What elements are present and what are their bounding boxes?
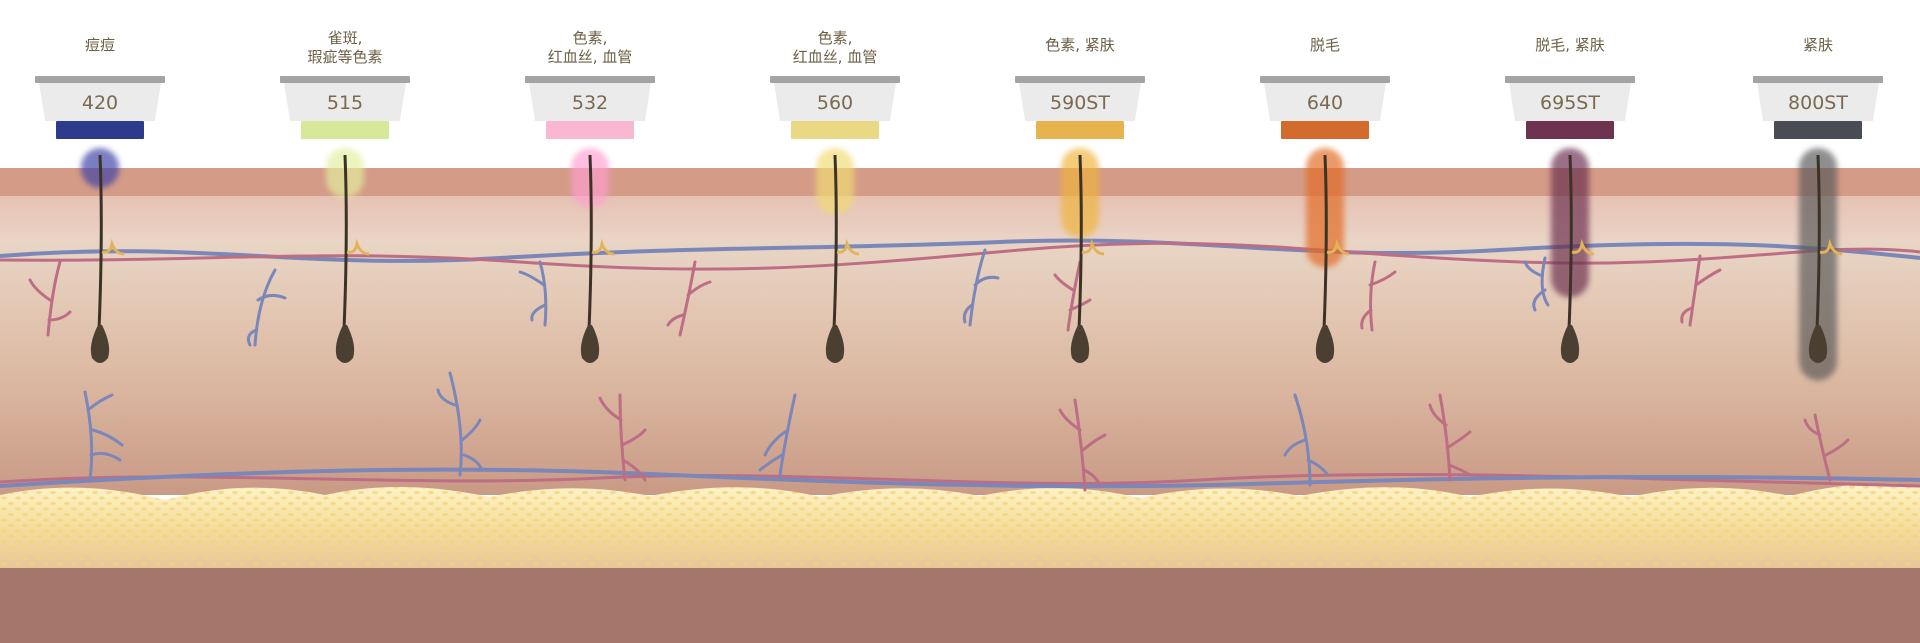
sebaceous-gland [836,238,860,256]
lower-vein [0,467,1920,489]
handpiece-rim [1505,76,1635,83]
wavelength-value: 532 [571,92,609,114]
stratum-corneum-layer [0,168,1920,196]
indication-label: 痘痘 [84,36,115,54]
hair-follicle [1560,154,1595,363]
hair-bulb [1808,325,1828,363]
hair-shaft [1077,154,1083,331]
hair-bulb [335,325,355,363]
handpiece-body [774,83,896,121]
indication-label: 色素, 红血丝, 血管 [792,29,878,66]
wavelength-value: 420 [81,92,119,114]
hair-bulb [90,325,110,363]
hair-shaft [587,154,593,331]
capillary-branches [28,248,1850,492]
indication-label: 脱毛 [1309,36,1340,54]
hair-shaft [1322,154,1328,331]
subcutaneous-base-layer [0,560,1920,643]
filter-handpiece: 640 [1260,76,1390,142]
hair-bulb [1315,325,1335,363]
hair-follicle [1315,154,1350,363]
handpiece-rim [525,76,655,83]
handpiece-rim [35,76,165,83]
sebaceous-gland [591,238,615,256]
handpiece-body [1509,83,1631,121]
filter-crystal [56,121,144,139]
filter-handpiece: 532 [525,76,655,142]
indication-label: 色素, 红血丝, 血管 [547,29,633,66]
hair-bulb [1560,325,1580,363]
sebaceous-gland [1819,238,1843,256]
filter-crystal [1774,121,1862,139]
hair-shaft [97,154,103,331]
epidermis-layer [0,196,1920,242]
indication-label: 紧肤 [1802,36,1833,54]
sebaceous-gland [1571,238,1595,256]
handpiece-body [1019,83,1141,121]
filter-crystal [301,121,389,139]
wavelength-value: 515 [326,92,364,114]
hair-follicle [90,154,125,363]
indication-label: 雀斑, 瑕疵等色素 [307,29,383,66]
dermis-layer [0,242,1920,495]
hair-follicle [1070,154,1105,363]
filter-handpiece: 590ST [1015,76,1145,142]
handpiece-rim [1015,76,1145,83]
filter-crystal [791,121,879,139]
handpiece-body [529,83,651,121]
handpiece-body [39,83,161,121]
handpiece-rim [280,76,410,83]
sebaceous-gland [346,238,370,256]
hair-shaft [1815,154,1821,331]
filter-handpiece: 420 [35,76,165,142]
filter-crystal [546,121,634,139]
fat-globules [0,483,1920,568]
indication-label: 脱毛, 紧肤 [1535,36,1605,54]
handpiece-body [1264,83,1386,121]
sebaceous-gland [101,238,125,256]
handpiece-rim [1753,76,1883,83]
filter-crystal [1036,121,1124,139]
hair-bulb [580,325,600,363]
indication-label: 色素, 紧肤 [1045,36,1115,54]
wavelength-value: 640 [1306,92,1344,114]
filter-handpiece: 695ST [1505,76,1635,142]
wavelength-value: 590ST [1050,92,1110,114]
upper-vein [0,238,1920,263]
filter-crystal [1526,121,1614,139]
wavelength-value: 800ST [1788,92,1848,114]
wavelength-value: 695ST [1540,92,1600,114]
filter-handpiece: 515 [280,76,410,142]
handpiece-rim [1260,76,1390,83]
filter-crystal [1281,121,1369,139]
wavelength-value: 560 [816,92,854,114]
hair-follicle [335,154,370,363]
hair-follicle [580,154,615,363]
hair-follicle [825,154,860,363]
hair-follicle [1808,154,1843,363]
sebaceous-gland [1326,238,1350,256]
hair-shaft [1567,154,1573,331]
filter-handpiece: 560 [770,76,900,142]
hair-shaft [342,154,348,331]
hair-shaft [832,154,838,331]
sebaceous-gland [1081,238,1105,256]
handpiece-body [1757,83,1879,121]
hair-bulb [825,325,845,363]
hair-bulb [1070,325,1090,363]
handpiece-body [284,83,406,121]
filter-handpiece: 800ST [1753,76,1883,142]
handpiece-rim [770,76,900,83]
